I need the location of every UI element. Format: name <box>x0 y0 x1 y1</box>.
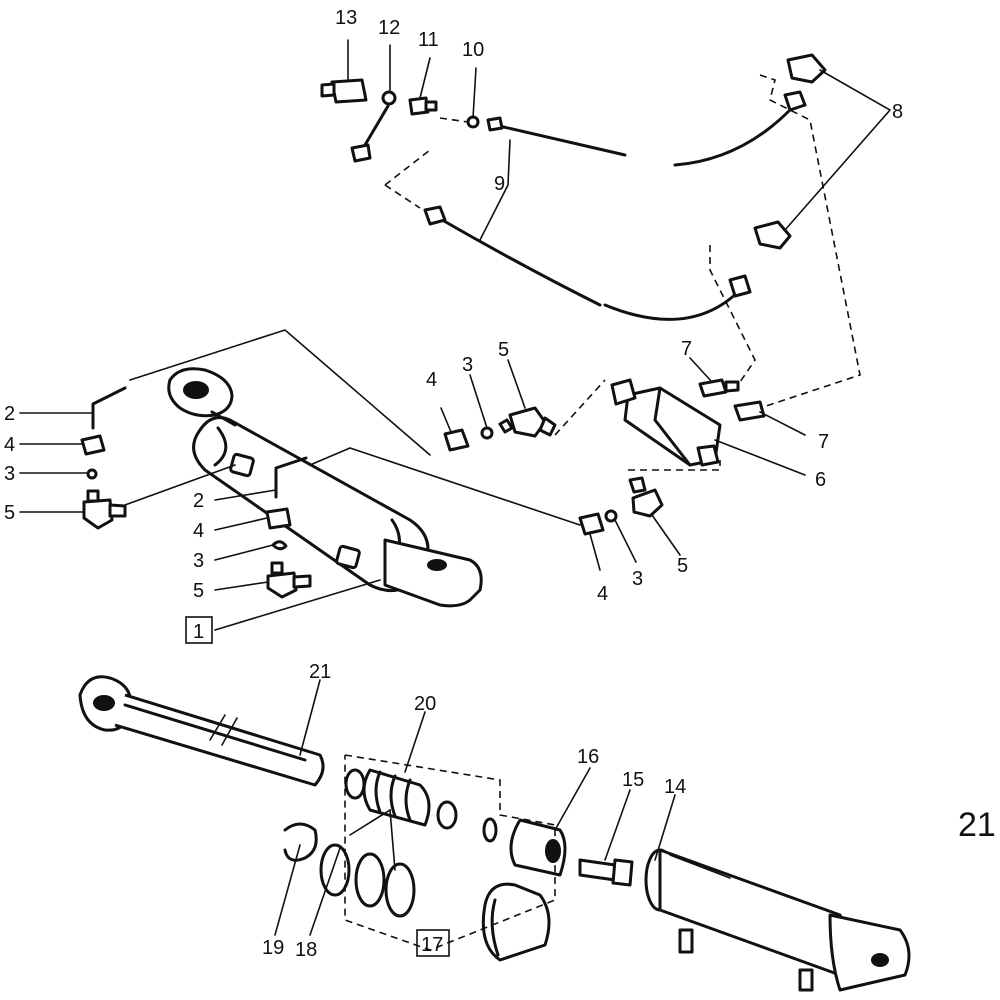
callout-7: 7 <box>818 431 829 453</box>
piston-rod <box>78 675 325 787</box>
callout-14: 14 <box>664 776 686 798</box>
callout-20: 20 <box>414 693 436 715</box>
leader-lines-upper <box>19 39 891 631</box>
figure-number: 21 <box>958 806 996 844</box>
callout-13: 13 <box>335 7 357 29</box>
callout-4: 4 <box>4 434 15 456</box>
callout-6: 6 <box>815 469 826 491</box>
callout-15: 15 <box>622 769 644 791</box>
callout-21: 21 <box>309 661 331 683</box>
bolt <box>578 858 634 887</box>
callout-17-box <box>416 929 450 957</box>
callout-8: 8 <box>892 101 903 123</box>
callout-1-box <box>185 616 213 644</box>
leader-lines-lower <box>274 679 676 936</box>
valve-block <box>610 378 722 467</box>
callout-3: 3 <box>462 354 473 376</box>
callout-12: 12 <box>378 17 400 39</box>
callout-19: 19 <box>262 937 284 959</box>
hydraulic-cylinder-body <box>167 367 483 608</box>
cylinder-tube <box>644 848 911 992</box>
callout-3: 3 <box>632 568 643 590</box>
callout-1: 1 <box>193 621 204 643</box>
callout-3: 3 <box>193 550 204 572</box>
callout-4: 4 <box>597 583 608 605</box>
callout-16: 16 <box>577 746 599 768</box>
hydraulic-pipes-and-fittings <box>320 78 627 307</box>
callout-5: 5 <box>4 502 15 524</box>
callout-5: 5 <box>498 339 509 361</box>
callout-5: 5 <box>193 580 204 602</box>
callout-11: 11 <box>418 29 439 51</box>
piston-seal-kit <box>283 754 567 962</box>
callout-2: 2 <box>193 490 204 512</box>
callout-4: 4 <box>426 369 437 391</box>
middle-fittings-column <box>265 456 312 599</box>
callout-2: 2 <box>4 403 15 425</box>
left-fittings-column <box>80 386 127 530</box>
callout-labels: 2 4 3 5 2 4 3 5 1 4 3 5 4 3 5 6 7 7 8 9 … <box>4 7 996 961</box>
nipple-fittings <box>698 378 766 422</box>
callout-7: 7 <box>681 338 692 360</box>
lower-elbow-fitting-set <box>578 476 664 536</box>
upper-elbow-fitting-set <box>443 406 557 452</box>
callout-10: 10 <box>462 39 484 61</box>
callout-3: 3 <box>4 463 15 485</box>
callout-18: 18 <box>295 939 317 961</box>
callout-17: 17 <box>421 934 443 956</box>
connection-lines <box>124 74 861 526</box>
callout-5: 5 <box>677 555 688 577</box>
callout-9: 9 <box>494 173 505 195</box>
hydraulic-hoses-right <box>603 53 827 321</box>
callout-4: 4 <box>193 520 204 542</box>
